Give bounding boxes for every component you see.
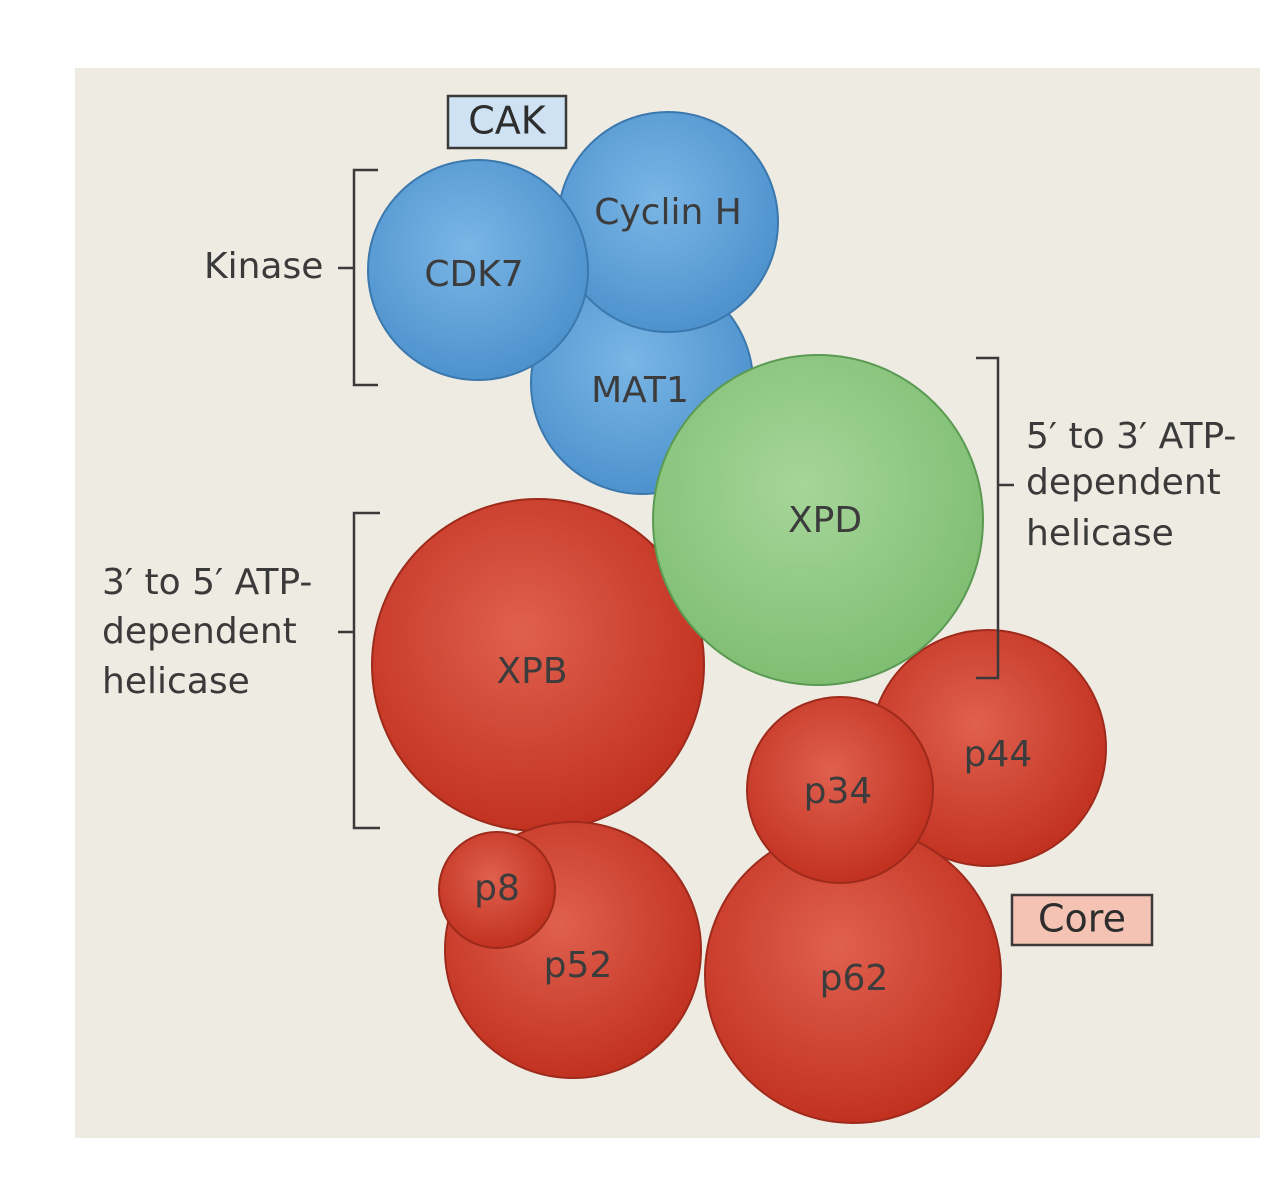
- helicase-3to5-line3: helicase: [102, 661, 250, 702]
- kinase-bracket: Kinase: [204, 168, 378, 387]
- subunit-cdk7-label: CDK7: [424, 254, 523, 295]
- helicase-5to3-line3: helicase: [1026, 513, 1174, 554]
- core-tag: Core: [1010, 893, 1154, 947]
- helicase-5to3-line1: 5′ to 3′ ATP-: [1026, 416, 1236, 457]
- subunit-xpb: XPB: [371, 498, 705, 832]
- subunit-cyclin-h: Cyclin H: [557, 111, 779, 333]
- subunit-p8: p8: [438, 831, 556, 949]
- subunit-p8-label: p8: [474, 868, 520, 909]
- subunit-xpd-label: XPD: [788, 500, 862, 541]
- helicase-5to3-line2: dependent: [1026, 462, 1221, 503]
- subunit-cdk7: CDK7: [367, 159, 589, 381]
- subunit-p62-label: p62: [820, 958, 889, 999]
- subunit-cyclin-h-label: Cyclin H: [594, 192, 742, 233]
- helicase-3to5-bracket: 3′ to 5′ ATP- dependent helicase: [102, 511, 380, 830]
- subunit-xpb-label: XPB: [496, 651, 567, 692]
- cak-tag-label: CAK: [468, 99, 547, 143]
- subunit-p34: p34: [746, 696, 934, 884]
- subunit-xpd: XPD: [652, 354, 984, 686]
- subunit-p44-label: p44: [964, 734, 1033, 775]
- core-tag-label: Core: [1038, 897, 1126, 941]
- helicase-5to3-bracket: 5′ to 3′ ATP- dependent helicase: [976, 356, 1236, 680]
- subunit-p34-label: p34: [804, 771, 873, 812]
- cak-tag: CAK: [446, 94, 568, 150]
- subunit-p52-label: p52: [544, 945, 613, 986]
- kinase-label: Kinase: [204, 246, 323, 287]
- helicase-3to5-line2: dependent: [102, 611, 297, 652]
- helicase-3to5-line1: 3′ to 5′ ATP-: [102, 562, 312, 603]
- subunit-mat1-label: MAT1: [591, 370, 689, 411]
